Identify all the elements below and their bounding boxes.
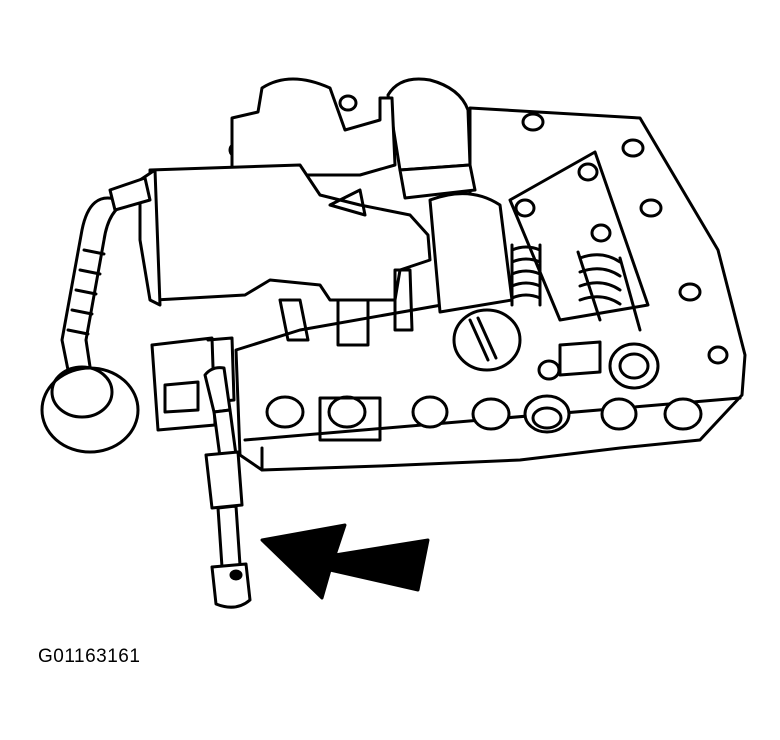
spring-left bbox=[510, 243, 542, 307]
retaining-pin bbox=[203, 366, 252, 609]
figure-code: G01163161 bbox=[38, 646, 141, 667]
spring-right bbox=[576, 250, 642, 332]
harness-plug bbox=[40, 365, 140, 454]
plate-cover bbox=[508, 150, 650, 322]
direction-arrow-icon bbox=[260, 523, 430, 600]
solenoid-cylinder-upper bbox=[386, 77, 477, 200]
wiring-harness bbox=[60, 176, 152, 382]
end-plug bbox=[608, 342, 660, 390]
solenoid-cylinder-lower bbox=[428, 192, 522, 372]
front-hole-row bbox=[265, 394, 703, 442]
valve-pockets bbox=[278, 268, 602, 377]
upper-housing bbox=[138, 77, 432, 307]
electrical-connector-block bbox=[150, 336, 236, 432]
